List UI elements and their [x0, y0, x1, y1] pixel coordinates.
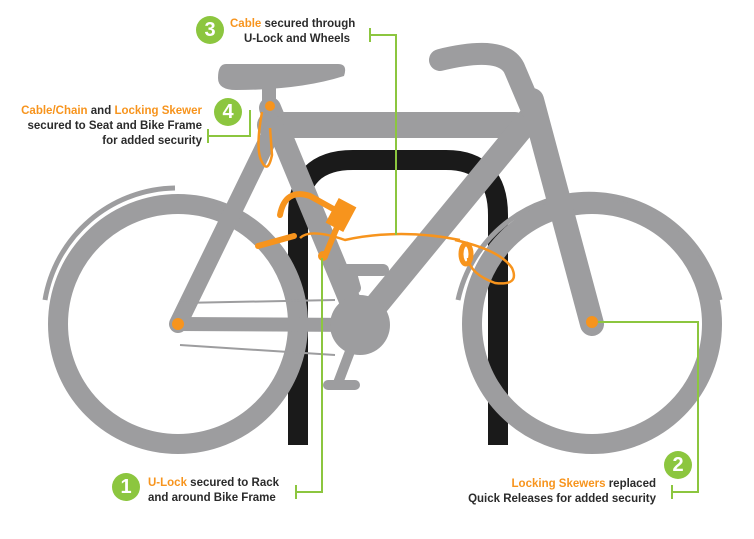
callout-4-line-3: for added security: [10, 134, 202, 149]
leader-line-3: [370, 34, 397, 235]
callout-2-text: Locking Skewers replaced Quick Releases …: [456, 477, 656, 507]
front-wheel: [455, 191, 723, 454]
callout-1-line-1: U-Lock secured to Rack: [148, 476, 279, 491]
callout-2-badge: 2: [664, 451, 692, 479]
callout-1-text-part: secured to Rack: [186, 477, 280, 489]
callout-3-text-part: secured through: [261, 18, 356, 30]
callout-3-highlight-cable: Cable: [230, 18, 262, 30]
leader-line-4: [208, 110, 251, 137]
rear-wheel: [42, 185, 308, 454]
crank: [330, 295, 390, 355]
callout-2-line-2: Quick Releases for added security: [456, 492, 656, 507]
callout-1-text-part: and around Bike Frame: [148, 492, 276, 504]
callout-1-highlight-u-lock: U-Lock: [148, 477, 187, 489]
callout-4-text-part: for added security: [102, 135, 202, 147]
leader-line-1: [296, 258, 323, 493]
callout-4-highlight-locking-skewer: Locking Skewer: [114, 105, 202, 117]
padlock: [458, 241, 474, 267]
callout-4-line-2: secured to Seat and Bike Frame: [10, 119, 202, 134]
callout-1-text: U-Lock secured to Rack and around Bike F…: [148, 476, 279, 506]
callout-3-line-1: Cable secured through: [230, 17, 355, 32]
leader-line-2: [598, 321, 699, 493]
callout-4-line-1: Cable/Chain and Locking Skewer: [10, 104, 202, 119]
callout-3-text-part: U-Lock and Wheels: [244, 33, 351, 45]
callout-4-text: Cable/Chain and Locking Skewer secured t…: [10, 104, 202, 149]
callout-4-badge: 4: [214, 98, 242, 126]
callout-3-text: Cable secured through U-Lock and Wheels: [230, 17, 355, 47]
callout-4-highlight-cable-chain: Cable/Chain: [21, 105, 88, 117]
callout-2-line-1: Locking Skewers replaced: [456, 477, 656, 492]
locking-skewer-seat: [265, 101, 275, 111]
chain: [179, 299, 336, 356]
callout-4-text-part: secured to Seat and Bike Frame: [27, 120, 202, 132]
callout-3-badge: 3: [196, 16, 224, 44]
locking-skewers: [172, 251, 598, 330]
callout-2-text-part: replaced: [605, 478, 656, 490]
callout-1-badge: 1: [112, 473, 140, 501]
callout-4-text-part: and: [87, 105, 115, 117]
callout-2-highlight-locking-skewers: Locking Skewers: [511, 478, 606, 490]
leader-lines: [207, 28, 699, 499]
cable-loop-handle: [255, 233, 297, 249]
callout-3-line-2: U-Lock and Wheels: [230, 32, 355, 47]
callout-2-text-part: Quick Releases for added security: [468, 493, 656, 505]
callout-1-line-2: and around Bike Frame: [148, 491, 279, 506]
u-lock: [277, 191, 357, 259]
cable: [257, 111, 516, 285]
